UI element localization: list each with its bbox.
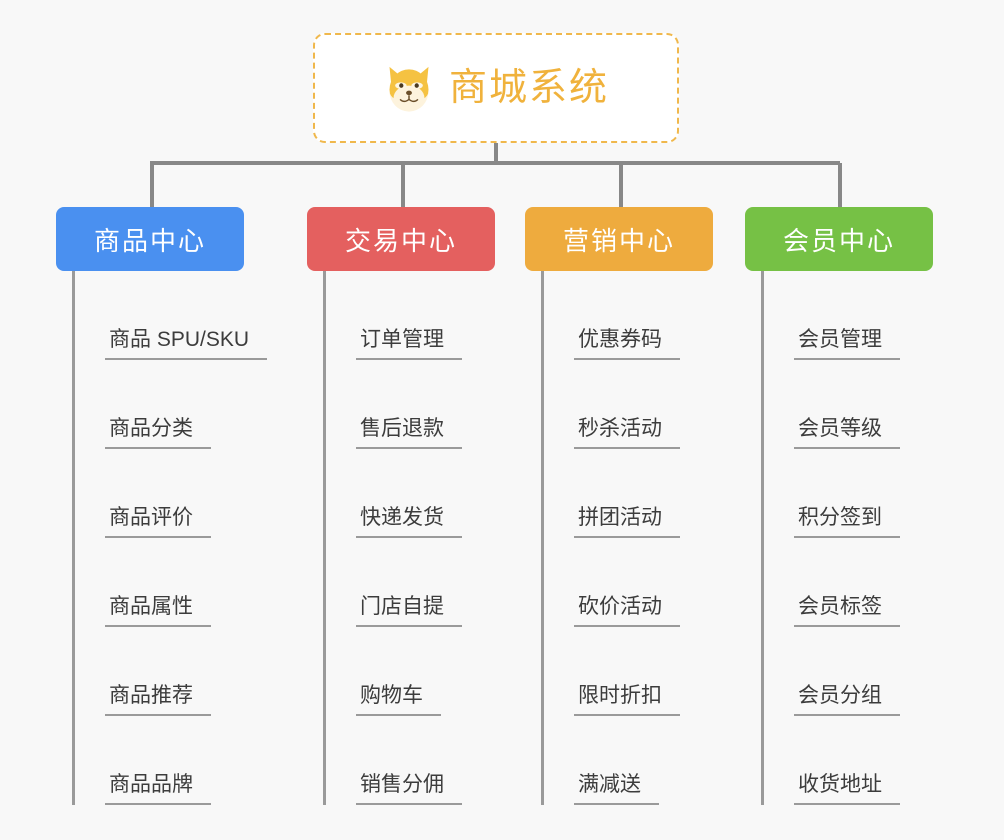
leaf-label: 商品 SPU/SKU: [105, 328, 268, 360]
shiba-dog-icon: [383, 62, 435, 114]
branch-header-label: 商品中心: [93, 225, 206, 256]
list-item[interactable]: 优惠券码: [544, 271, 725, 360]
branch-header-label: 营销中心: [562, 225, 675, 256]
leaf-label: 售后退款: [356, 417, 462, 449]
list-item[interactable]: 拼团活动: [544, 449, 725, 538]
leaf-label: 会员管理: [794, 328, 900, 360]
branch-header-trade-center[interactable]: 交易中心: [307, 207, 495, 271]
leaf-label: 商品分类: [105, 417, 211, 449]
leaf-label: 快递发货: [356, 506, 462, 538]
leaf-label: 商品评价: [105, 506, 211, 538]
list-item[interactable]: 售后退款: [326, 360, 517, 449]
leaf-label: 会员等级: [794, 417, 900, 449]
list-item[interactable]: 门店自提: [326, 538, 517, 627]
connector-drop-3: [619, 163, 623, 209]
branch-column-3: 营销中心 优惠券码 秒杀活动 拼团活动 砍价活动 限时折扣 满减送: [525, 207, 725, 805]
branch-column-1: 商品中心 商品 SPU/SKU 商品分类 商品评价 商品属性 商品推荐 商品品牌: [56, 207, 306, 805]
branch-header-marketing-center[interactable]: 营销中心: [525, 207, 713, 271]
list-item[interactable]: 购物车: [326, 627, 517, 716]
list-item[interactable]: 商品品牌: [75, 716, 306, 805]
list-item[interactable]: 会员管理: [764, 271, 945, 360]
list-item[interactable]: 满减送: [544, 716, 725, 805]
list-item[interactable]: 砍价活动: [544, 538, 725, 627]
list-item[interactable]: 限时折扣: [544, 627, 725, 716]
list-item[interactable]: 订单管理: [326, 271, 517, 360]
root-node-mall-system[interactable]: 商城系统: [313, 33, 679, 143]
leaf-list-2: 订单管理 售后退款 快递发货 门店自提 购物车 销售分佣: [323, 271, 517, 805]
leaf-label: 商品推荐: [105, 684, 211, 716]
list-item[interactable]: 会员等级: [764, 360, 945, 449]
leaf-label: 优惠券码: [574, 328, 680, 360]
connector-drop-1: [150, 163, 154, 209]
leaf-list-3: 优惠券码 秒杀活动 拼团活动 砍价活动 限时折扣 满减送: [541, 271, 725, 805]
branch-column-4: 会员中心 会员管理 会员等级 积分签到 会员标签 会员分组 收货地址: [745, 207, 945, 805]
leaf-label: 拼团活动: [574, 506, 680, 538]
leaf-list-1: 商品 SPU/SKU 商品分类 商品评价 商品属性 商品推荐 商品品牌: [72, 271, 306, 805]
branch-header-label: 会员中心: [782, 225, 895, 256]
leaf-label: 砍价活动: [574, 595, 680, 627]
list-item[interactable]: 积分签到: [764, 449, 945, 538]
list-item[interactable]: 快递发货: [326, 449, 517, 538]
leaf-list-4: 会员管理 会员等级 积分签到 会员标签 会员分组 收货地址: [761, 271, 945, 805]
leaf-label: 会员标签: [794, 595, 900, 627]
list-item[interactable]: 收货地址: [764, 716, 945, 805]
leaf-label: 订单管理: [356, 328, 462, 360]
leaf-label: 收货地址: [794, 773, 900, 805]
connector-stem: [494, 143, 498, 163]
connector-drop-2: [401, 163, 405, 209]
branch-header-label: 交易中心: [344, 225, 457, 256]
leaf-label: 购物车: [356, 684, 441, 716]
leaf-label: 商品属性: [105, 595, 211, 627]
leaf-label: 商品品牌: [105, 773, 211, 805]
list-item[interactable]: 商品分类: [75, 360, 306, 449]
list-item[interactable]: 会员标签: [764, 538, 945, 627]
leaf-label: 会员分组: [794, 684, 900, 716]
root-node-label: 商城系统: [448, 67, 609, 109]
branch-column-2: 交易中心 订单管理 售后退款 快递发货 门店自提 购物车 销售分佣: [307, 207, 517, 805]
leaf-label: 积分签到: [794, 506, 900, 538]
list-item[interactable]: 商品属性: [75, 538, 306, 627]
list-item[interactable]: 商品评价: [75, 449, 306, 538]
list-item[interactable]: 商品推荐: [75, 627, 306, 716]
leaf-label: 门店自提: [356, 595, 462, 627]
leaf-label: 秒杀活动: [574, 417, 680, 449]
branch-header-member-center[interactable]: 会员中心: [745, 207, 933, 271]
connector-drop-4: [838, 163, 842, 209]
leaf-label: 销售分佣: [356, 773, 462, 805]
list-item[interactable]: 商品 SPU/SKU: [75, 271, 306, 360]
branch-header-product-center[interactable]: 商品中心: [56, 207, 244, 271]
list-item[interactable]: 秒杀活动: [544, 360, 725, 449]
connector-horizontal-bar: [150, 161, 840, 165]
leaf-label: 限时折扣: [574, 684, 680, 716]
leaf-label: 满减送: [574, 773, 659, 805]
list-item[interactable]: 会员分组: [764, 627, 945, 716]
list-item[interactable]: 销售分佣: [326, 716, 517, 805]
